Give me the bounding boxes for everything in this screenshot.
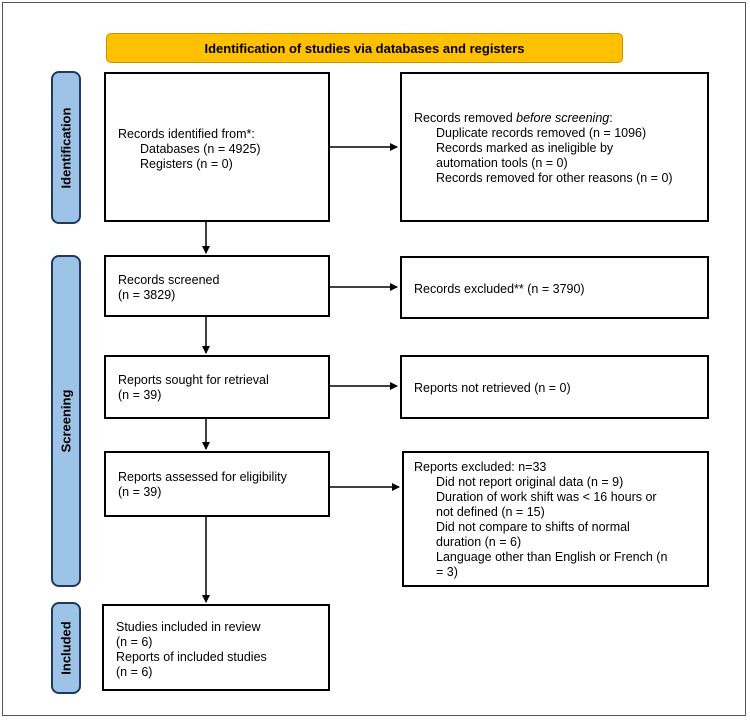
studies-included-title: Studies included in review xyxy=(116,620,261,634)
reports-included-count: (n = 6) xyxy=(116,665,153,679)
reports-excluded-box: Reports excluded: n=33 Did not report or… xyxy=(402,451,709,587)
exclusion-reason-4b: = 3) xyxy=(436,565,458,579)
studies-included-count: (n = 6) xyxy=(116,635,153,649)
reports-sought-box: Reports sought for retrieval (n = 39) xyxy=(104,355,330,419)
records-removed-box: Records removed before screening: Duplic… xyxy=(400,72,709,222)
reports-sought-title: Reports sought for retrieval xyxy=(118,373,269,387)
exclusion-reason-4a: Language other than English or French (n xyxy=(436,550,668,564)
records-screened-title: Records screened xyxy=(118,273,220,287)
other-reasons-removed: Records removed for other reasons (n = 0… xyxy=(436,171,673,185)
databases-count: Databases (n = 4925) xyxy=(140,142,261,156)
exclusion-reason-3b: duration (n = 6) xyxy=(436,535,522,549)
header-banner: Identification of studies via databases … xyxy=(106,33,623,63)
records-screened-box: Records screened (n = 3829) xyxy=(104,255,330,317)
records-identified-title: Records identified from*: xyxy=(118,127,255,141)
registers-count: Registers (n = 0) xyxy=(140,157,233,171)
reports-assessed-box: Reports assessed for eligibility (n = 39… xyxy=(104,451,330,517)
exclusion-reason-2a: Duration of work shift was < 16 hours or xyxy=(436,490,657,504)
phase-identification: Identification xyxy=(51,71,81,224)
reports-sought-count: (n = 39) xyxy=(118,388,162,402)
reports-excluded-title: Reports excluded: n=33 xyxy=(414,460,547,474)
records-screened-count: (n = 3829) xyxy=(118,288,176,302)
ineligible-line-1: Records marked as ineligible by xyxy=(436,141,614,155)
exclusion-reason-3a: Did not compare to shifts of normal xyxy=(436,520,630,534)
records-identified-box: Records identified from*: Databases (n =… xyxy=(104,72,330,222)
studies-included-box: Studies included in review (n = 6) Repor… xyxy=(102,604,330,691)
phase-included: Included xyxy=(51,602,81,694)
records-excluded-text: Records excluded** (n = 3790) xyxy=(414,282,585,296)
exclusion-reason-2b: not defined (n = 15) xyxy=(436,505,545,519)
duplicates-removed: Duplicate records removed (n = 1096) xyxy=(436,126,647,140)
exclusion-reason-1: Did not report original data (n = 9) xyxy=(436,475,624,489)
records-excluded-box: Records excluded** (n = 3790) xyxy=(400,256,709,319)
records-removed-title: Records removed before screening: xyxy=(414,111,613,125)
reports-assessed-count: (n = 39) xyxy=(118,485,162,499)
reports-assessed-title: Reports assessed for eligibility xyxy=(118,470,287,484)
ineligible-line-2: automation tools (n = 0) xyxy=(436,156,568,170)
reports-not-retrieved-box: Reports not retrieved (n = 0) xyxy=(400,355,709,419)
reports-not-retrieved-text: Reports not retrieved (n = 0) xyxy=(414,381,571,395)
reports-included-title: Reports of included studies xyxy=(116,650,267,664)
phase-screening: Screening xyxy=(51,255,81,587)
